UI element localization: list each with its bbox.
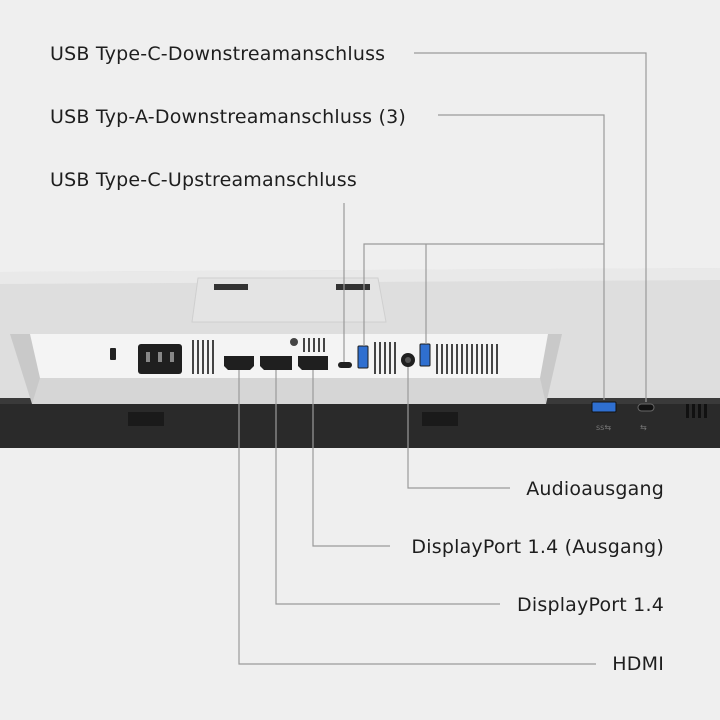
vent-center (303, 338, 325, 352)
screw-hole (290, 338, 298, 346)
label-usb-c-downstream: USB Type-C-Downstreamanschluss (50, 43, 386, 65)
leader-hdmi (238, 370, 596, 665)
usb-a-port-1 (357, 345, 369, 369)
usb-symbol-icon: ss⇆ (596, 423, 611, 432)
leader-lines (238, 52, 647, 665)
displayport-out-port (298, 356, 328, 370)
label-audio-out: Audioausgang (526, 478, 664, 500)
usb-c-upstream-port (338, 362, 352, 368)
monitor-top-edge (0, 268, 720, 284)
side-usb-c-port (637, 403, 655, 412)
stand-slot-left (214, 284, 248, 290)
kensington-lock-icon (110, 348, 116, 360)
displayport-port (260, 356, 292, 370)
port-recess-floor (32, 378, 546, 404)
side-usb-a-port (591, 401, 617, 413)
leader-displayport (275, 370, 500, 605)
label-hdmi: HDMI (612, 653, 664, 675)
stand-slot-right (336, 284, 370, 290)
leader-usb-c-downstream (414, 52, 647, 402)
label-displayport-out: DisplayPort 1.4 (Ausgang) (411, 536, 664, 558)
leader-audio (407, 367, 510, 489)
hdmi-port (224, 356, 254, 370)
label-usb-c-upstream: USB Type-C-Upstreamanschluss (50, 169, 358, 191)
leader-usb-a-downstream (438, 114, 605, 400)
foot-right (422, 412, 458, 426)
label-usb-a-downstream: USB Typ-A-Downstreamanschluss (3) (50, 106, 407, 128)
vent-left (192, 340, 214, 374)
vent-right (436, 344, 498, 374)
usb-a-port-2 (419, 343, 431, 367)
side-vent (686, 404, 707, 418)
usb-symbol-icon: ⇆ (640, 423, 647, 432)
leader-usb-a-branch (363, 243, 604, 346)
label-displayport: DisplayPort 1.4 (517, 594, 664, 616)
foot-left (128, 412, 164, 426)
leader-displayport-out (312, 370, 390, 547)
vent-mid (374, 342, 396, 374)
